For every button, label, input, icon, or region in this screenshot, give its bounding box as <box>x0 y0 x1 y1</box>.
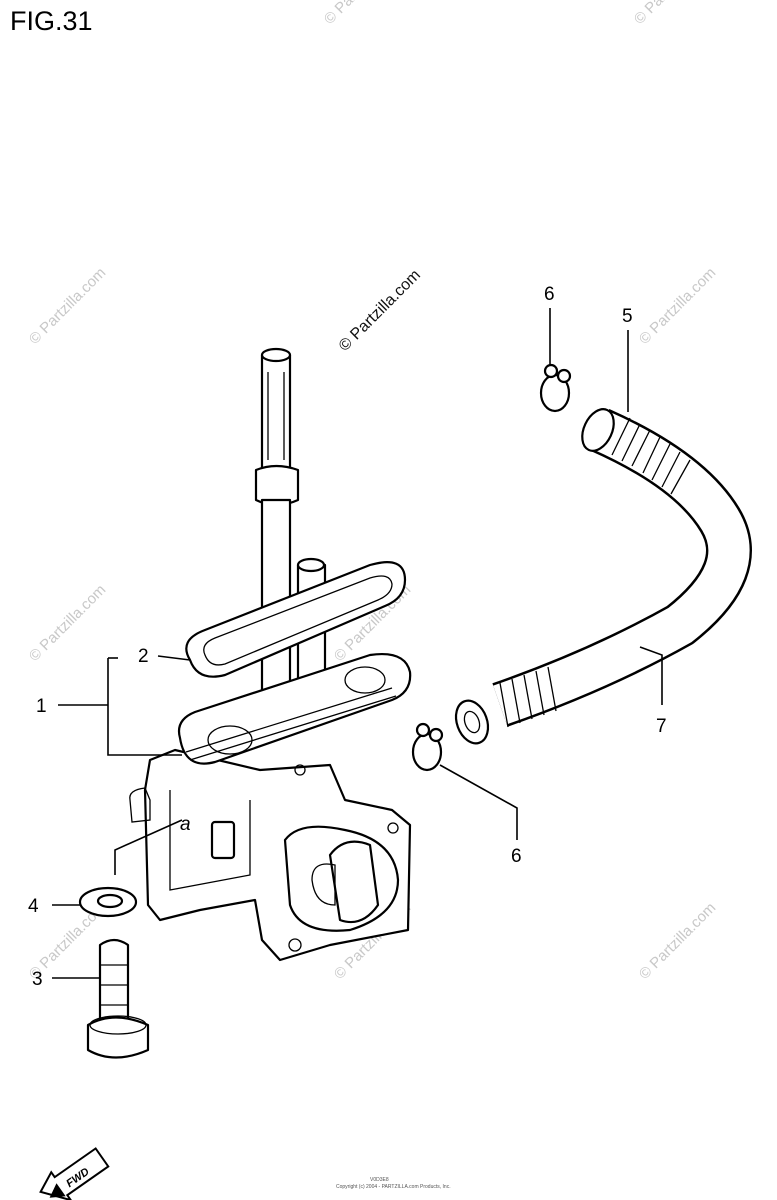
callout-3: 3 <box>32 969 43 990</box>
callout-5: 5 <box>622 306 633 327</box>
fwd-arrow: FWD <box>39 1147 110 1200</box>
callout-7: 7 <box>656 716 667 737</box>
callout-6-top: 6 <box>544 284 555 305</box>
fuel-valve-body: a <box>129 347 412 962</box>
footer: V0D3E8 Copyright (c) 2004 - PARTZILLA.co… <box>336 1177 451 1190</box>
watermark: © Partzilla.com <box>636 264 719 347</box>
watermark: © Partzilla.com <box>26 264 109 347</box>
fuel-hose <box>454 408 752 745</box>
callout-6-bottom: 6 <box>511 846 522 867</box>
watermark-center: © Partzilla.com <box>336 267 424 355</box>
flange-plate <box>177 653 412 765</box>
clip-bottom <box>411 722 444 772</box>
callout-4: 4 <box>28 896 39 917</box>
callout-labels: 1 2 3 4 5 6 6 7 <box>28 284 667 990</box>
watermark: © Partzilla.com <box>321 0 404 28</box>
washer <box>78 886 138 918</box>
gasket <box>185 561 407 678</box>
footer-copyright: Copyright (c) 2004 - PARTZILLA.com Produ… <box>336 1184 451 1190</box>
watermark: © Partzilla.com <box>631 0 714 28</box>
leader-lines <box>52 308 663 979</box>
figure-title: FIG.31 <box>10 6 93 36</box>
watermark: © Partzilla.com <box>26 581 109 664</box>
footer-code: V0D3E8 <box>370 1177 389 1183</box>
bolt <box>86 938 150 1059</box>
callout-1: 1 <box>36 696 47 717</box>
clip-top <box>539 363 572 413</box>
watermark: © Partzilla.com <box>636 899 719 982</box>
callout-2: 2 <box>138 646 149 667</box>
mark-a: a <box>180 814 191 835</box>
